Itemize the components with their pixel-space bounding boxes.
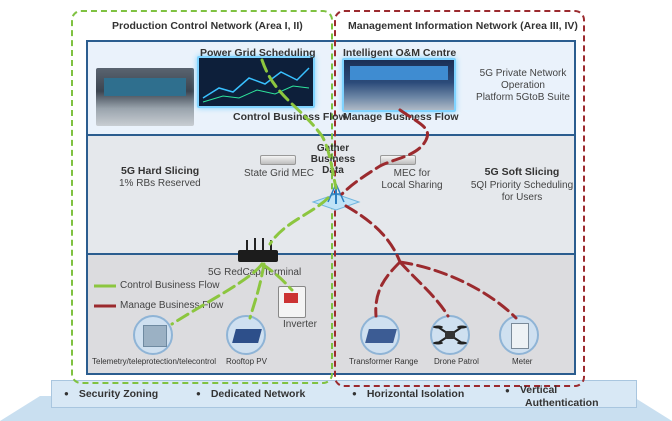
state-grid-mec-icon [260,155,296,165]
inverter-icon [278,286,306,318]
local-sharing-mec-icon [380,155,416,165]
grid-scheduling-screen [197,56,315,108]
principle-horizontal-isolation: Horizontal Isolation [352,388,464,400]
principle-dedicated-network: Dedicated Network [196,388,306,400]
redcap-terminal-icon [238,238,278,262]
gather-business-data-label: Gather Business Data [310,143,356,176]
legend-control-swatch [94,284,116,288]
rooftop-pv-icon [226,315,266,355]
telemetry-device-icon [133,315,173,355]
drone-patrol-label: Drone Patrol [434,357,479,366]
production-area-title: Production Control Network (Area I, II) [112,20,303,32]
telemetry-label: Telemetry/teleprotection/telecontrol [92,357,217,366]
hard-slicing-title: 5G Hard Slicing [121,165,200,177]
mec-local-sharing-label: MEC for Local Sharing [381,168,443,191]
legend-manage-swatch [94,304,116,308]
soft-slicing-sub: 5QI Priority Scheduling for Users [470,180,574,203]
control-business-flow-label: Control Business Flow [233,111,347,123]
transformer-range-icon [360,315,400,355]
state-grid-mec-label: State Grid MEC [244,168,315,179]
soft-slicing-title: 5G Soft Slicing [484,166,560,178]
control-room-photo [96,68,194,126]
management-area-title: Management Information Network (Area III… [348,20,578,32]
om-centre-photo [342,58,456,112]
drone-patrol-icon [430,315,470,355]
principle-security-zoning: Security Zoning [64,388,158,400]
private-network-platform-label: 5G Private Network Operation Platform 5G… [476,68,570,103]
legend-control-label: Control Business Flow [120,280,220,291]
legend-manage-label: Manage Business Flow [120,300,224,311]
hard-slicing-sub: 1% RBs Reserved [119,178,201,189]
transformer-range-label: Transformer Range [349,357,419,366]
redcap-terminal-label: 5G RedCap Terminal [208,267,302,278]
meter-label: Meter [512,357,533,366]
meter-icon [499,315,539,355]
principle-vertical-authentication: ●Vertical Authentication [505,384,599,409]
manage-business-flow-label: Manage Business Flow [343,111,459,123]
rooftop-pv-label: Rooftop PV [226,357,267,366]
base-station-icon [311,183,361,211]
power-grid-scheduling-label: Power Grid Scheduling [200,47,316,59]
om-centre-label: Intelligent O&M Centre [343,47,457,59]
inverter-label: Inverter [283,319,317,330]
